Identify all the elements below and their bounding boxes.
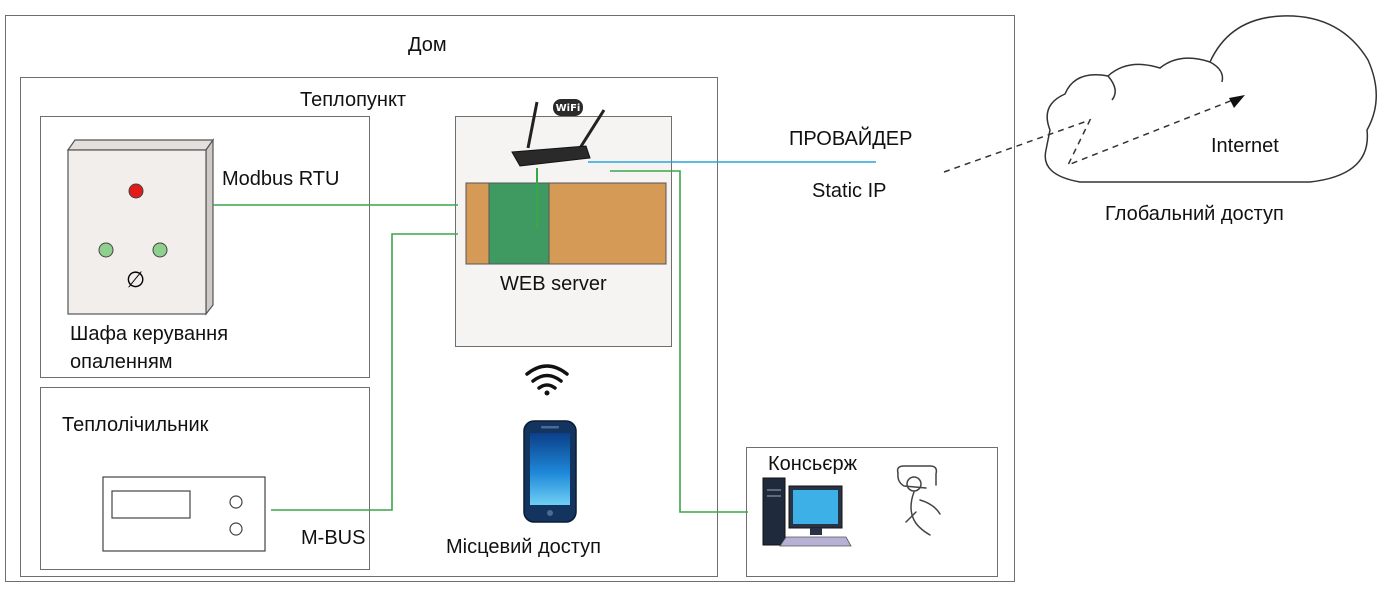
modbus-label: Modbus RTU — [222, 168, 340, 190]
cabinet-green-indicator-right — [152, 242, 168, 258]
heat-meter-device — [102, 476, 266, 552]
heat-point-boundary — [20, 77, 718, 577]
provider-label: ПРОВАЙДЕР — [789, 128, 913, 150]
static-ip-label: Static IP — [812, 180, 887, 202]
cloud-icon — [1044, 15, 1377, 183]
router-badge: WiFi — [556, 103, 581, 114]
control-cabinet-icon: ∅ — [66, 138, 215, 316]
global-access-label: Глобальний доступ — [1105, 203, 1284, 225]
cabinet-symbol: ∅ — [126, 268, 145, 293]
mbus-line — [271, 233, 458, 511]
server-label: WEB server — [500, 273, 607, 295]
smartphone-icon — [523, 420, 577, 523]
internet-arrowhead — [1229, 95, 1245, 108]
internet-link — [943, 97, 1239, 173]
concierge-title: Консьєрж — [768, 453, 857, 475]
control-cabinet-area — [40, 116, 370, 378]
house-boundary — [5, 15, 1015, 582]
heat-meter-area — [40, 387, 370, 570]
wifi-router-icon: WiFi — [511, 99, 606, 167]
concierge-line — [610, 170, 748, 513]
heat-meter-title: Теплолічильник — [62, 414, 209, 436]
cabinet-label-line2: опаленням — [70, 351, 173, 373]
cabinet-label-line1: Шафа керування — [70, 323, 229, 345]
heat-point-title: Теплопункт — [300, 89, 407, 111]
server-module — [488, 182, 550, 265]
cabinet-red-indicator — [128, 183, 144, 199]
house-title: Дом — [408, 34, 447, 56]
local-access-label: Місцевий доступ — [446, 536, 601, 558]
internet-label: Internet — [1211, 135, 1279, 157]
desktop-computer-icon — [762, 477, 852, 547]
wifi-signal-icon — [525, 364, 569, 396]
cabinet-green-indicator-left — [98, 242, 114, 258]
mbus-label: M-BUS — [301, 527, 366, 549]
sleeping-person-icon — [896, 465, 941, 536]
